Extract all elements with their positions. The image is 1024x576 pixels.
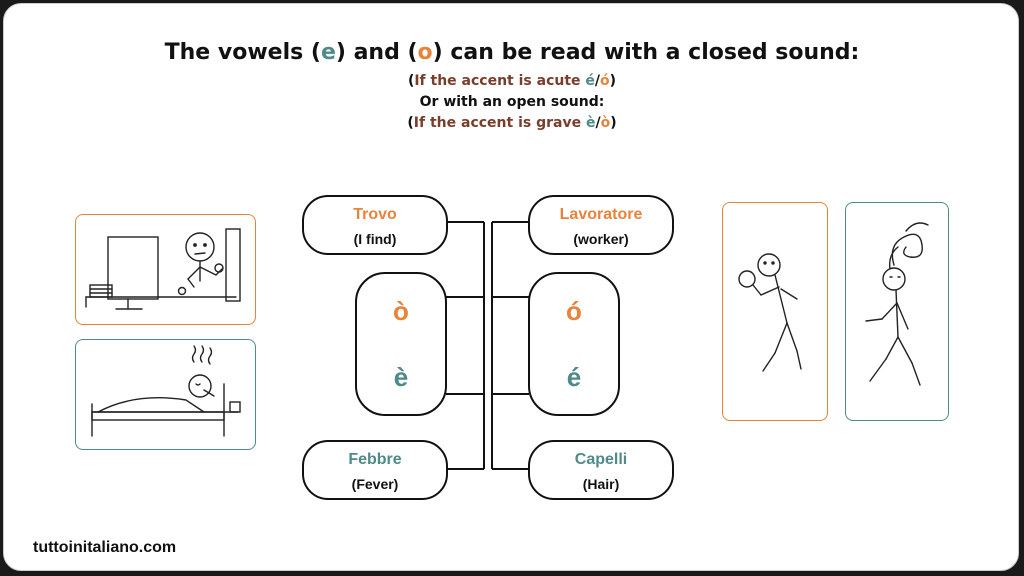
- meaning-trovo: (I find): [353, 231, 397, 247]
- word-box-febbre: Febbre (Fever): [302, 440, 448, 500]
- acute-rule: (If the accent is acute é/ó): [407, 73, 617, 89]
- letter-o-acute: ó: [566, 296, 582, 326]
- meaning-lavoratore: (worker): [573, 231, 629, 247]
- fever-illustration: [75, 339, 256, 450]
- wild-hair-person-icon: [865, 222, 929, 386]
- letter-o-grave: ò: [393, 296, 409, 326]
- worker-illustration: [75, 214, 256, 325]
- meaning-capelli: (Hair): [582, 476, 620, 492]
- word-febbre: Febbre: [348, 451, 402, 468]
- hair-illustration: [845, 202, 949, 421]
- grave-letters-box: ò è: [355, 272, 447, 416]
- finder-illustration: [722, 202, 828, 421]
- word-box-capelli: Capelli (Hair): [528, 440, 674, 500]
- meaning-febbre: (Fever): [351, 476, 399, 492]
- letter-e-acute: é: [566, 362, 582, 392]
- worker-drawing-icon: [85, 228, 241, 310]
- word-lavoratore: Lavoratore: [559, 206, 643, 223]
- main-title: The vowels (e) and (o) can be read with …: [164, 40, 860, 65]
- acute-letters-box: ó é: [528, 272, 620, 416]
- sick-in-bed-drawing-icon: [91, 345, 241, 437]
- letter-e-grave: è: [393, 362, 409, 392]
- word-trovo: Trovo: [353, 206, 397, 223]
- word-box-lavoratore: Lavoratore (worker): [528, 195, 674, 255]
- grave-rule: (If the accent is grave è/ò): [407, 115, 617, 131]
- open-sound-line: Or with an open sound:: [419, 94, 605, 110]
- word-capelli: Capelli: [574, 451, 628, 468]
- word-box-trovo: Trovo (I find): [302, 195, 448, 255]
- site-footer: tuttoinitaliano.com: [33, 539, 177, 556]
- magnifying-glass-person-icon: [738, 253, 802, 372]
